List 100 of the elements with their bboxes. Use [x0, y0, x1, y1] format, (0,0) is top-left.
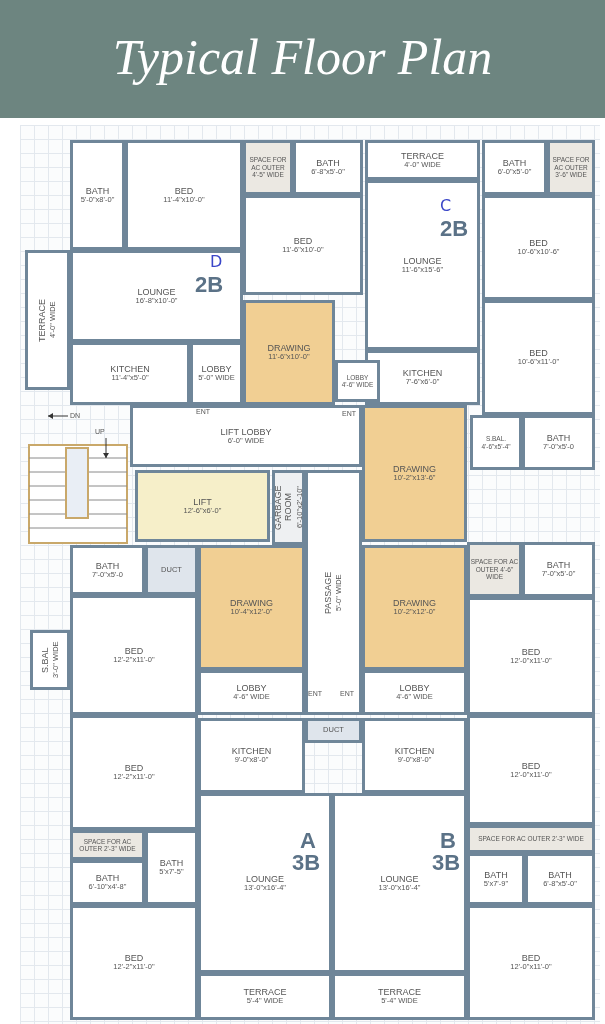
room-name: LOUNGE: [137, 286, 176, 297]
room: [467, 825, 595, 853]
room: [305, 470, 362, 715]
unit-type-label: 2B: [195, 272, 224, 298]
room: [525, 853, 595, 905]
room: [190, 342, 243, 405]
room: [470, 415, 522, 470]
room-name: BED: [124, 645, 144, 656]
room-name: BATH: [484, 869, 508, 880]
room-name: LOBBY: [236, 683, 267, 694]
room-name: KITCHEN: [394, 746, 435, 757]
room-name: BATH: [502, 158, 527, 169]
room: [25, 250, 70, 390]
room: [332, 793, 467, 973]
room: [70, 905, 198, 1020]
room-name: PASSAGE: [323, 571, 334, 614]
room-name: LOUNGE: [380, 873, 419, 884]
room: [522, 415, 595, 470]
room: [467, 905, 595, 1020]
room: [30, 630, 70, 690]
room-name: DRAWING: [267, 343, 311, 354]
room-name: DRAWING: [229, 598, 274, 609]
room: [272, 470, 305, 545]
room: [362, 718, 467, 793]
room: [198, 545, 305, 670]
room-name: BATH: [316, 158, 340, 169]
handwritten-mark: D: [210, 252, 223, 271]
room: [305, 718, 362, 743]
room: [70, 140, 125, 250]
room: [70, 830, 145, 860]
room: [293, 140, 363, 195]
room: [362, 405, 467, 542]
handwritten-mark: C: [440, 196, 452, 215]
room: [335, 360, 380, 402]
room-name: KITCHEN: [231, 746, 272, 757]
title: Typical Floor Plan: [111, 28, 494, 86]
room: [547, 140, 595, 195]
unit-type-label: 2B: [440, 216, 469, 242]
room: [70, 545, 145, 595]
room: [145, 830, 198, 905]
room: [362, 670, 467, 715]
room: [70, 595, 198, 715]
room-name: BATH: [546, 560, 571, 571]
room: [332, 973, 467, 1020]
room-name: S.BAL: [39, 647, 50, 673]
room: [130, 405, 362, 467]
room: [198, 973, 332, 1020]
room-name: TERRACE: [401, 150, 444, 161]
room-name: BED: [521, 646, 541, 657]
room: [70, 860, 145, 905]
room: [70, 250, 243, 342]
room-name: GARBAGE ROOM: [272, 484, 294, 532]
room-name: BATH: [95, 560, 120, 571]
room: [243, 195, 363, 295]
room-name: LOUNGE: [246, 873, 284, 884]
room: [365, 180, 480, 350]
room: [198, 718, 305, 793]
room-name: LOUNGE: [403, 255, 442, 266]
room: [198, 670, 305, 715]
room: [522, 542, 595, 597]
room-name: LOBBY: [201, 364, 232, 375]
room: [467, 853, 525, 905]
room-name: BED: [529, 348, 548, 359]
room-name: TERRACE: [243, 987, 287, 998]
room: [467, 542, 522, 597]
room-name: BATH: [95, 873, 120, 884]
room: [243, 140, 293, 195]
room-name: KITCHEN: [110, 364, 150, 375]
room-name: BED: [124, 953, 144, 964]
room-name: BATH: [546, 433, 571, 444]
room-name: KITCHEN: [402, 368, 443, 379]
room-name: DRAWING: [392, 598, 437, 609]
room-name: BED: [293, 235, 313, 246]
room-name: BATH: [548, 869, 572, 880]
room: [243, 300, 335, 405]
room: [70, 715, 198, 830]
room: [125, 140, 243, 250]
room-name: LOBBY: [399, 683, 430, 694]
room-name: DRAWING: [392, 464, 437, 475]
room: [482, 140, 547, 195]
room-name: TERRACE: [378, 987, 421, 998]
room-name: BED: [529, 238, 548, 249]
room: [365, 140, 480, 180]
room: [145, 545, 198, 595]
room: [482, 300, 595, 415]
room: [135, 470, 270, 542]
room-name: BATH: [85, 185, 110, 196]
room-name: BATH: [159, 858, 184, 869]
room: [467, 715, 595, 825]
room: [70, 342, 190, 405]
room: [198, 793, 332, 973]
room: [467, 597, 595, 715]
room-name: TERRACE: [37, 298, 48, 342]
room-name: BED: [521, 953, 541, 964]
room: [362, 545, 467, 670]
room-name: BED: [521, 760, 541, 771]
room-name: BED: [174, 185, 194, 196]
room-name: LIFT LOBBY: [220, 426, 272, 437]
room-name: LIFT: [193, 496, 212, 507]
room-name: BED: [124, 763, 144, 774]
